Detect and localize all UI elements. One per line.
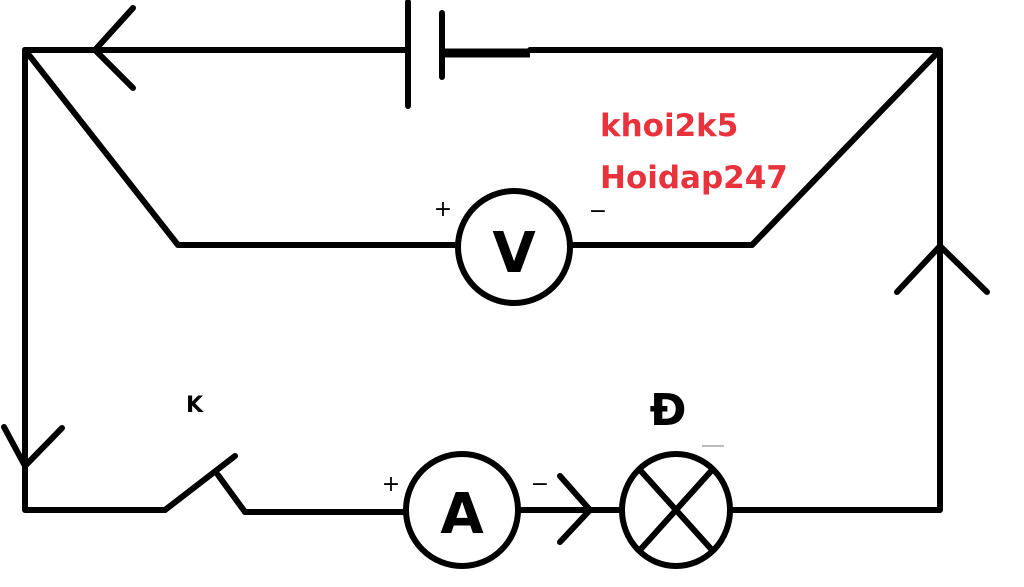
- voltmeter: V + −: [434, 188, 607, 306]
- right-wire: [729, 47, 943, 513]
- wires: [22, 47, 943, 515]
- ammeter-plus: +: [382, 472, 400, 497]
- voltmeter-branch-left: [22, 47, 460, 248]
- voltmeter-minus: −: [589, 199, 607, 224]
- ammeter: A + −: [382, 451, 549, 569]
- switch-label: K: [186, 393, 204, 418]
- battery-icon: [405, 0, 530, 109]
- watermark-line2: Hoidap247: [600, 160, 788, 196]
- arrow-down-icon: [1, 424, 65, 469]
- voltmeter-plus: +: [434, 197, 452, 222]
- voltmeter-branch-right: [568, 47, 943, 248]
- left-wire: [22, 47, 168, 513]
- ammeter-minus: −: [531, 472, 549, 497]
- lamp-label: Đ: [650, 385, 687, 436]
- lamp-icon: [619, 445, 733, 569]
- voltmeter-symbol: V: [492, 221, 536, 286]
- ammeter-symbol: A: [440, 482, 484, 547]
- arrow-right-icon: [557, 473, 593, 545]
- watermark-line1: khoi2k5: [600, 108, 738, 144]
- switch-icon: [162, 453, 248, 515]
- arrow-left-icon: [92, 5, 136, 91]
- arrow-up-icon: [894, 243, 990, 295]
- voltmeter-circle: [455, 188, 573, 306]
- ammeter-circle: [403, 451, 521, 569]
